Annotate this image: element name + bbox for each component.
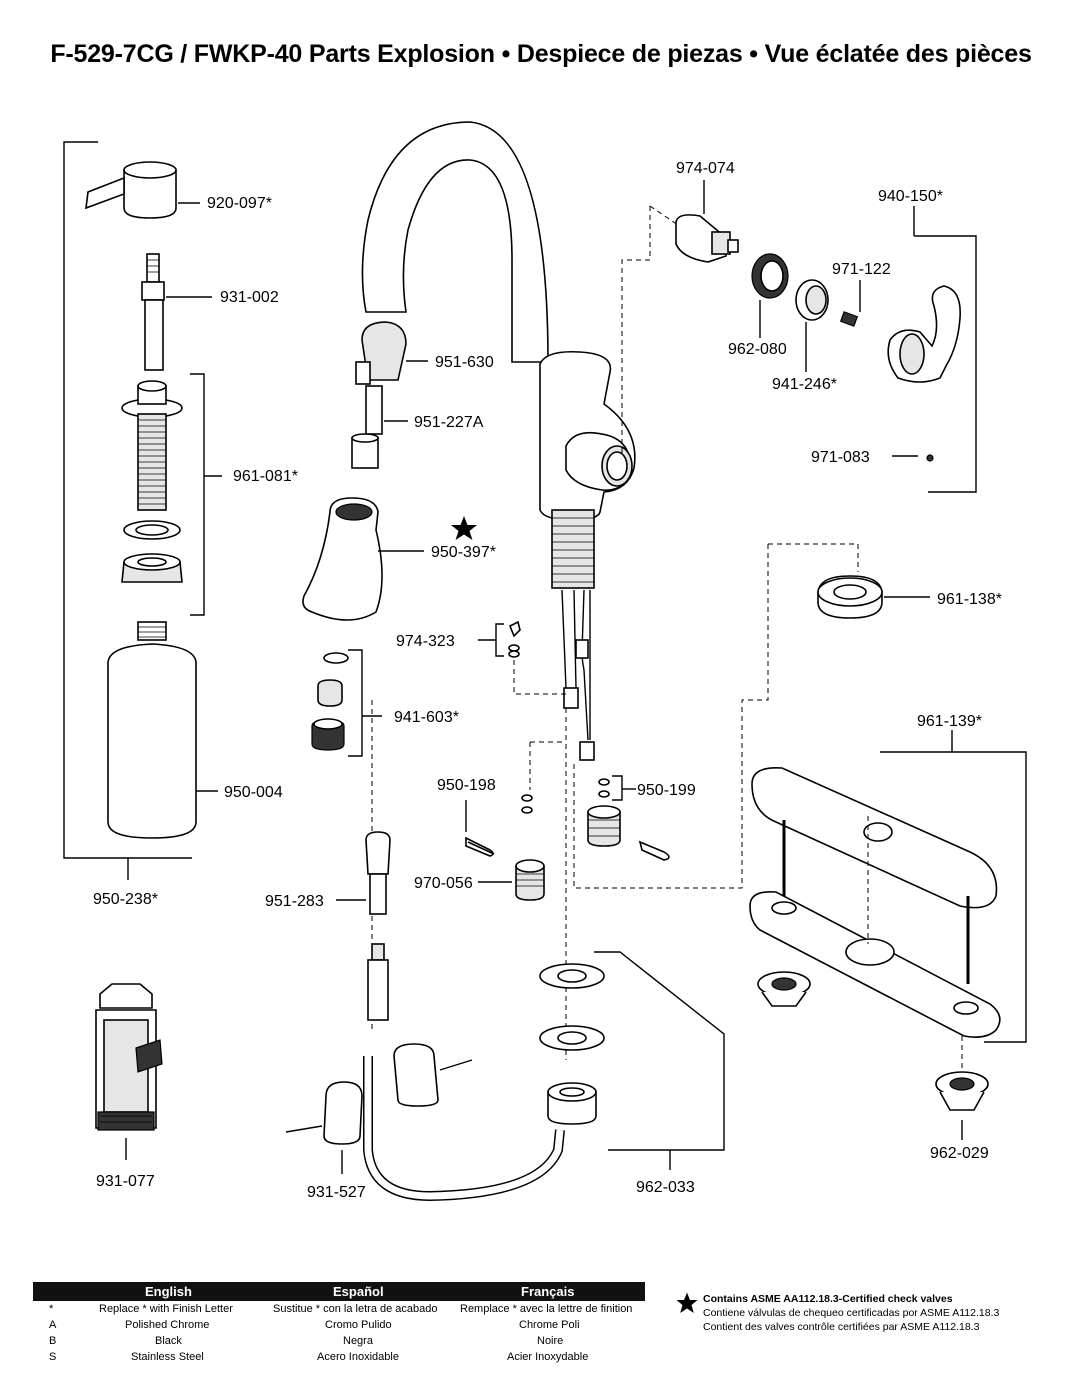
mounting-hardware-962-033	[539, 963, 605, 1125]
label-941-246: 941-246*	[772, 376, 837, 393]
soap-pump-head	[85, 161, 177, 219]
label-971-122: 971-122	[832, 261, 891, 278]
label-951-630: 951-630	[435, 354, 494, 371]
label-920-097: 920-097*	[207, 195, 272, 212]
legend-key: A	[49, 1319, 57, 1331]
check-valve-star-icon	[451, 516, 477, 540]
legend-fr: Remplace * avec la lettre de finition	[460, 1303, 633, 1315]
legend-es: Negra	[343, 1335, 373, 1347]
note-line-fr: Contient des valves contrôle certifiées …	[703, 1321, 980, 1333]
note-line-en: Contains ASME AA112.18.3-Certified check…	[703, 1293, 953, 1305]
legend-header-espanol: Español	[333, 1284, 384, 1299]
legend-row: * Replace * with Finish Letter Sustitue …	[33, 1301, 645, 1317]
legend-fr: Chrome Poli	[519, 1319, 580, 1331]
legend-es: Sustitue * con la letra de acabado	[273, 1303, 438, 1315]
label-950-198: 950-198	[437, 777, 496, 794]
nut-962-080	[751, 253, 789, 299]
soap-pump-stem	[141, 253, 165, 371]
adapter-931-077	[95, 983, 163, 1131]
part-labels: 920-097* 931-002 961-081* 950-004 950-23…	[93, 160, 1002, 1201]
spray-head-group	[302, 321, 407, 751]
clip-950-198	[465, 794, 533, 857]
label-940-150: 940-150*	[878, 188, 943, 205]
label-931-002: 931-002	[220, 289, 279, 306]
legend-row: B Black Negra Noire	[33, 1333, 645, 1349]
legend-en: Black	[155, 1335, 182, 1347]
label-974-074: 974-074	[676, 160, 735, 177]
cartridge-974-074	[675, 214, 739, 263]
label-950-199: 950-199	[637, 782, 696, 799]
legend-fr: Noire	[537, 1335, 564, 1347]
label-961-139: 961-139*	[917, 713, 982, 730]
hose-connector-951-283	[365, 831, 391, 1021]
soap-dispenser-body	[121, 380, 183, 583]
legend-fr: Acier Inoxydable	[507, 1351, 589, 1363]
legend-en: Polished Chrome	[125, 1319, 210, 1331]
legend-en: Stainless Steel	[131, 1351, 204, 1363]
escutcheon-961-138	[817, 575, 883, 619]
parts-explosion-diagram: 920-097* 931-002 961-081* 950-004 950-23…	[63, 121, 1027, 1202]
label-974-323: 974-323	[396, 633, 455, 650]
page-title: F-529-7CG / FWKP-40 Parts Explosion • De…	[50, 40, 1032, 68]
label-970-056: 970-056	[414, 875, 473, 892]
deck-plate-961-139	[749, 767, 1001, 1038]
legend-row: S Stainless Steel Acero Inoxidable Acier…	[33, 1349, 645, 1365]
label-951-227A: 951-227A	[414, 414, 484, 431]
label-961-081: 961-081*	[233, 468, 298, 485]
legend-header-english: English	[145, 1284, 192, 1299]
nut-962-029-right	[935, 1071, 989, 1111]
clip-950-199	[587, 778, 670, 861]
star-icon	[676, 1292, 698, 1313]
legend-row: A Polished Chrome Cromo Pulido Chrome Po…	[33, 1317, 645, 1333]
note-text: Contains ASME AA112.18.3-Certified check…	[703, 1292, 999, 1334]
label-931-077: 931-077	[96, 1173, 155, 1190]
label-950-004: 950-004	[224, 784, 283, 801]
legend-header-francais: Français	[521, 1284, 575, 1299]
legend-es: Cromo Pulido	[325, 1319, 392, 1331]
nut-962-029-left	[757, 971, 811, 1007]
label-950-238: 950-238*	[93, 891, 158, 908]
label-962-033: 962-033	[636, 1179, 695, 1196]
label-951-283: 951-283	[265, 893, 324, 910]
legend-en: Replace * with Finish Letter	[99, 1303, 233, 1315]
legend-es: Acero Inoxidable	[317, 1351, 399, 1363]
label-931-527: 931-527	[307, 1184, 366, 1201]
handle-940-150	[887, 285, 961, 383]
adapter-970-056	[515, 859, 545, 901]
screw-971-122	[839, 311, 859, 327]
label-962-029: 962-029	[930, 1145, 989, 1162]
soap-dispenser-group	[63, 141, 222, 1160]
legend-key: *	[49, 1303, 54, 1315]
label-971-083: 971-083	[811, 449, 870, 466]
finish-legend-table: English Español Français * Replace * wit…	[33, 1282, 645, 1365]
label-962-080: 962-080	[728, 341, 787, 358]
label-950-397: 950-397*	[431, 544, 496, 561]
legend-key: B	[49, 1335, 57, 1347]
note-line-es: Contiene válvulas de chequeo certificada…	[703, 1307, 1000, 1319]
label-941-603: 941-603*	[394, 709, 459, 726]
legend-header: English Español Français	[33, 1282, 645, 1301]
legend-key: S	[49, 1351, 57, 1363]
clip-974-323	[508, 620, 521, 658]
hose-weight-931-527	[285, 1043, 473, 1145]
label-961-138: 961-138*	[937, 591, 1002, 608]
faucet-body	[361, 121, 636, 761]
soap-bottle	[107, 621, 197, 839]
cap-941-246	[795, 279, 829, 321]
